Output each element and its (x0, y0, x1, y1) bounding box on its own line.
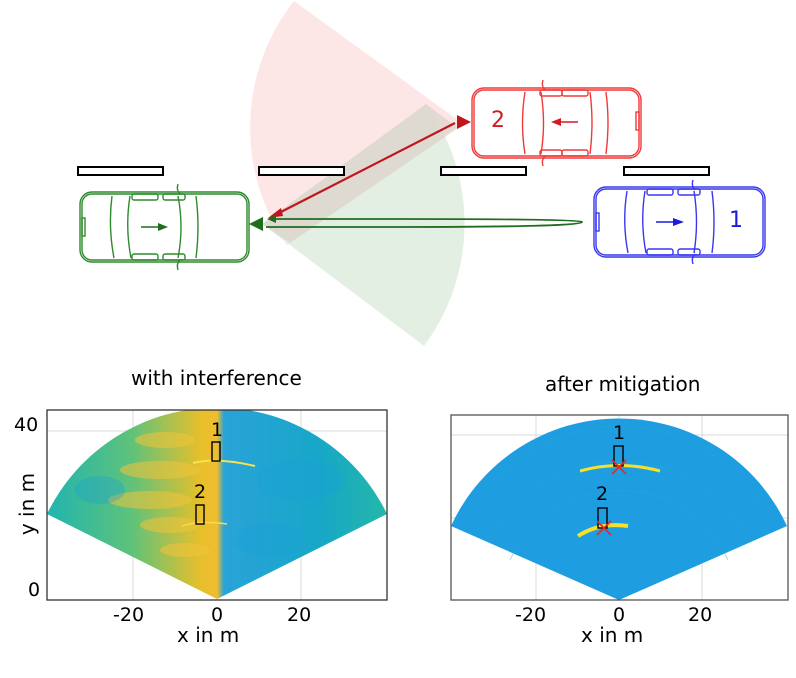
ego-car (79, 183, 250, 271)
interferer-radar-antenna-icon (457, 115, 471, 129)
y-tick-40: 40 (14, 414, 39, 436)
detection-arc-2 (181, 521, 228, 527)
target-car-1 (593, 179, 766, 265)
target-label-1: 1 (211, 419, 224, 441)
target-marker-2 (597, 507, 608, 529)
reflection-signal-arrow (266, 218, 584, 228)
interferer-radar-cone (250, 1, 462, 245)
target-marker-2 (195, 504, 205, 525)
plot-with-interference (46, 409, 388, 601)
car-2-label: 2 (491, 108, 505, 133)
target-label-2: 2 (194, 481, 207, 503)
radar-scene (77, 1, 766, 346)
x-tick-0: 0 (211, 604, 224, 626)
lane-marker (77, 166, 164, 176)
target-label-2: 2 (596, 483, 609, 505)
lane-marker (258, 166, 345, 176)
range-azimuth-sector (47, 410, 387, 599)
target-marker-1 (211, 441, 221, 462)
y-tick-0: 0 (28, 579, 41, 601)
x-axis-label: x in m (177, 623, 240, 647)
x-tick-neg20: -20 (113, 604, 145, 626)
detection-x-marker-1 (611, 459, 627, 475)
x-tick-neg20: -20 (515, 604, 547, 626)
interference-signal-arrow (274, 122, 456, 216)
plot-title-with-interference: with interference (131, 366, 302, 390)
lane-marker (623, 166, 710, 176)
cone-overlap-region (262, 104, 458, 243)
x-tick-0: 0 (613, 604, 626, 626)
x-axis-label: x in m (581, 623, 644, 647)
plot-after-mitigation (450, 414, 789, 601)
lane-marker (440, 166, 527, 176)
plot-title-after-mitigation: after mitigation (545, 372, 701, 396)
x-tick-20: 20 (688, 604, 713, 626)
x-tick-20: 20 (287, 604, 312, 626)
ego-radar-antenna-icon (249, 217, 263, 231)
y-axis-label: y in m (15, 472, 40, 536)
range-azimuth-sector (451, 418, 787, 600)
interferer-car-2 (471, 79, 642, 167)
target-label-1: 1 (613, 422, 626, 444)
detection-x-marker-2 (596, 520, 612, 536)
ego-radar-cone (262, 104, 465, 346)
car-1-label: 1 (729, 208, 743, 233)
